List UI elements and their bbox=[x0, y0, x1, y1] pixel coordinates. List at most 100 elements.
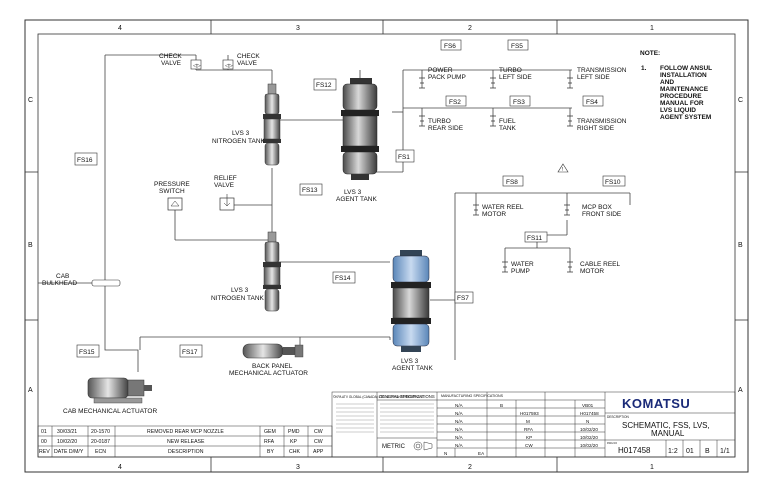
cab-actuator-icon bbox=[87, 377, 152, 404]
description-line-1: SCHEMATIC, FSS, LVS, bbox=[622, 421, 710, 430]
agent-tank-2-label: LVS 3 bbox=[401, 358, 419, 365]
note-line-3: AND bbox=[660, 79, 674, 86]
agent-tank-1-label-2: AGENT TANK bbox=[336, 196, 377, 203]
zone-row-a-right: A bbox=[738, 387, 743, 394]
filter-fs14: FS14 bbox=[335, 275, 351, 282]
turbo-left-label-2: LEFT SIDE bbox=[499, 74, 532, 81]
units-value-2: N bbox=[586, 419, 589, 424]
pressure-switch-label-2: SWITCH bbox=[159, 188, 185, 195]
turbo-left-label: TURBO bbox=[499, 67, 522, 74]
note-line-5: PROCEDURE bbox=[660, 93, 702, 100]
filter-fs17: FS17 bbox=[182, 349, 198, 356]
cab-bulkhead-label: CAB bbox=[56, 273, 69, 280]
filter-fs3: FS3 bbox=[513, 99, 525, 106]
part-a-value: H017593 bbox=[520, 411, 539, 416]
check-valve-1-label: CHECK bbox=[159, 53, 182, 60]
rev-row-1-rev: 01 bbox=[41, 429, 47, 435]
filter-fs2: FS2 bbox=[449, 99, 461, 106]
rev-row-2-by: RFA bbox=[264, 439, 275, 445]
dwg-no-label: DWG NO bbox=[607, 442, 617, 445]
turbo-rear-label: TURBO bbox=[428, 118, 451, 125]
spec-value-4: N/A bbox=[455, 427, 464, 432]
filter-fs1: FS1 bbox=[398, 154, 410, 161]
trans-right-label-2: RIGHT SIDE bbox=[577, 125, 615, 132]
filter-fs4: FS4 bbox=[586, 99, 598, 106]
zone-row-c-right: C bbox=[738, 97, 743, 104]
zone-col-4-top: 4 bbox=[118, 25, 122, 32]
rev-value: B bbox=[705, 448, 710, 455]
rev-header-ecn: ECN bbox=[95, 449, 106, 455]
description-line-2: MANUAL bbox=[651, 429, 685, 438]
fuel-tank-label: FUEL bbox=[499, 118, 516, 125]
filter-fs13: FS13 bbox=[302, 187, 318, 194]
nozzle-icon bbox=[419, 77, 573, 273]
rev-row-2-desc: NEW RELEASE bbox=[167, 439, 205, 445]
nitrogen-tank-1-label: LVS 3 bbox=[232, 130, 250, 137]
spec-value-1: N/A bbox=[455, 403, 464, 408]
filter-fs10: FS10 bbox=[605, 179, 621, 186]
rev-header-app: APP bbox=[313, 449, 324, 455]
filter-fs7: FS7 bbox=[457, 295, 469, 302]
nitrogen-tank-1-icon bbox=[263, 83, 281, 166]
title-block bbox=[331, 391, 736, 458]
nitrogen-tank-2-label-2: NITROGEN TANK bbox=[211, 295, 265, 302]
agent-tank-1-label: LVS 3 bbox=[344, 189, 362, 196]
sheet-value: 1/1 bbox=[720, 448, 730, 455]
date-3-value: 10/02/20 bbox=[580, 443, 598, 448]
rev-row-2-app: CW bbox=[314, 439, 323, 445]
zone-col-2-bottom: 2 bbox=[468, 464, 472, 471]
check-valve-2-label: CHECK bbox=[237, 53, 260, 60]
cable-reel-label: CABLE REEL bbox=[580, 261, 620, 268]
spec-value-6: N/A bbox=[455, 443, 464, 448]
rev-row-2-date: 10/02/20 bbox=[57, 439, 77, 445]
rev-row-1-by: GEM bbox=[264, 429, 276, 435]
water-reel-label-2: MOTOR bbox=[482, 211, 506, 218]
svg-text:◁▷: ◁▷ bbox=[225, 63, 233, 69]
power-pack-label-2: PACK PUMP bbox=[428, 74, 466, 81]
water-pump-label-2: PUMP bbox=[511, 268, 530, 275]
water-pump-label: WATER bbox=[511, 261, 534, 268]
filter-fs15: FS15 bbox=[79, 349, 95, 356]
check-valve-icon: ◁▷ ◁▷ bbox=[190, 59, 234, 70]
trans-right-label: TRANSMISSION bbox=[577, 118, 627, 125]
note-line-2: INSTALLATION bbox=[660, 72, 707, 79]
nitrogen-tank-2-label: LVS 3 bbox=[231, 287, 249, 294]
rev-letter-value: B bbox=[500, 403, 503, 408]
agent-tank-2-icon bbox=[391, 250, 431, 352]
rev-row-1-chk: PMD bbox=[288, 429, 300, 435]
rev-header-rev: REV bbox=[39, 449, 50, 455]
filter-fs8: FS8 bbox=[506, 179, 518, 186]
back-panel-label: BACK PANEL bbox=[252, 363, 293, 370]
units-value: N bbox=[444, 451, 447, 456]
size-value: 01 bbox=[686, 448, 694, 455]
rev-row-1-desc: REMOVED REAR MCP NOZZLE bbox=[147, 429, 224, 435]
rev-row-2-ecn: 20-0187 bbox=[91, 439, 110, 445]
fuel-tank-label-2: TANK bbox=[499, 125, 517, 132]
pressure-switch-icon bbox=[167, 197, 183, 211]
spec-value-5: N/A bbox=[455, 435, 464, 440]
power-pack-label: POWER bbox=[428, 67, 453, 74]
check-valve-1-label-2: VALVE bbox=[161, 60, 182, 67]
rev-row-2-chk: KP bbox=[290, 439, 297, 445]
note-title: NOTE: bbox=[640, 50, 660, 57]
relief-valve-label: RELIEF bbox=[214, 175, 237, 182]
dwg-no-value: H017458 bbox=[618, 446, 651, 455]
note-line-4: MAINTENANCE bbox=[660, 86, 709, 93]
filter-fs11: FS11 bbox=[527, 235, 542, 242]
metric-label: METRIC bbox=[382, 444, 406, 450]
filter-fs6: FS6 bbox=[444, 43, 456, 50]
cable-reel-label-2: MOTOR bbox=[580, 268, 604, 275]
zone-ticks bbox=[25, 20, 748, 472]
manufacturing-specs-title: MANUFACTURING SPECIFICATIONS bbox=[441, 394, 504, 398]
zone-row-c-left: C bbox=[28, 97, 33, 104]
filter-fs16: FS16 bbox=[77, 157, 93, 164]
zone-col-1-top: 1 bbox=[650, 25, 654, 32]
fine-print-lines bbox=[336, 403, 434, 433]
spec-value-3: N/A bbox=[455, 419, 464, 424]
nitrogen-tank-2-icon bbox=[263, 231, 281, 312]
svg-text:◁▷: ◁▷ bbox=[193, 63, 201, 69]
mcp-box-label-2: FRONT SIDE bbox=[582, 211, 622, 218]
trans-left-label-2: LEFT SIDE bbox=[577, 74, 610, 81]
rev-header-by: BY bbox=[267, 449, 274, 455]
note-number: 1. bbox=[641, 65, 647, 72]
